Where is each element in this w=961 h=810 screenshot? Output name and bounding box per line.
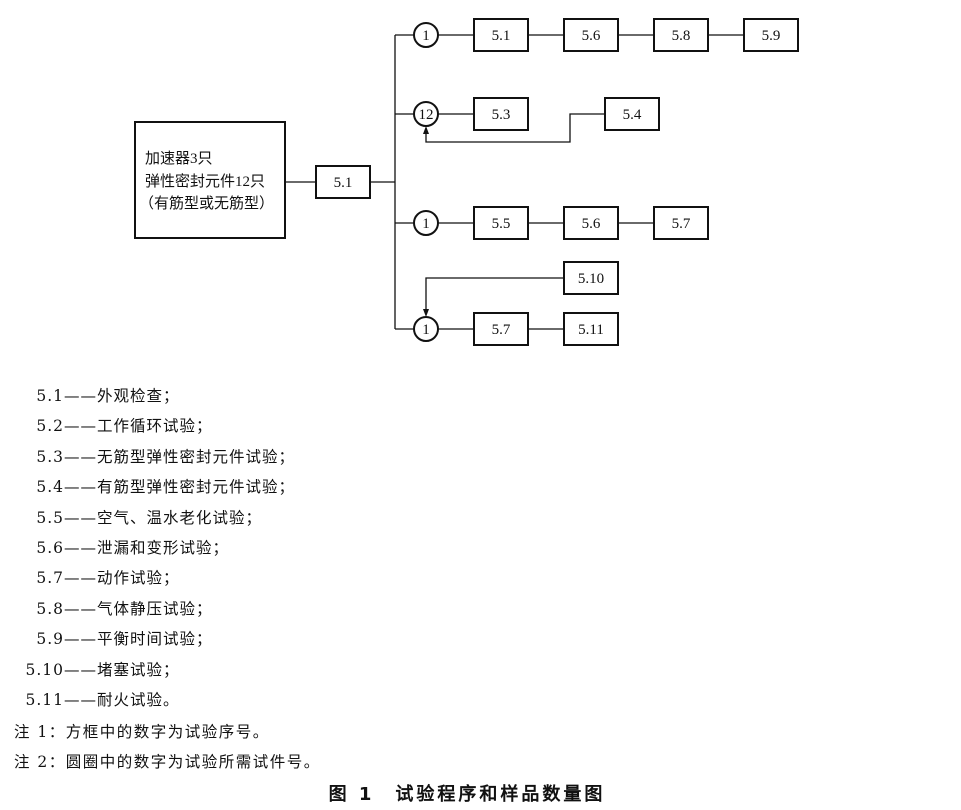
step-label: 5.7 xyxy=(672,216,691,232)
step-label: 5.4 xyxy=(623,107,642,123)
source-line: （有筋型或无筋型） xyxy=(139,195,274,212)
sample-circle xyxy=(413,101,439,127)
step-box xyxy=(473,206,529,240)
sample-label: 12 xyxy=(419,107,434,123)
step-box xyxy=(563,261,619,295)
legend-item: 5.2——工作循环试验； xyxy=(0,414,213,436)
legend-dash: —— xyxy=(64,691,97,709)
legend-item: 5.1——外观检查； xyxy=(0,384,180,406)
legend-text: 外观检查； xyxy=(97,387,180,405)
step-label: 5.7 xyxy=(492,322,511,338)
legend-item: 5.8——气体静压试验； xyxy=(0,597,213,619)
legend-item: 5.10——堵塞试验； xyxy=(0,658,180,680)
sample-label: 1 xyxy=(422,322,430,338)
source-box xyxy=(134,121,286,239)
legend-item: 5.7——动作试验； xyxy=(0,566,180,588)
flow-diagram: 加速器3只 弹性密封元件12只 （有筋型或无筋型） 5.1 1 12 1 1 5… xyxy=(134,18,799,346)
step-label: 5.1 xyxy=(492,28,511,44)
sample-label: 1 xyxy=(422,216,430,232)
legend-text: 平衡时间试验； xyxy=(97,630,213,649)
note-1: 注 1：方框中的数字为试验序号。 xyxy=(14,723,270,741)
sample-label: 1 xyxy=(422,28,430,44)
legend-dash: —— xyxy=(64,539,97,557)
step-label: 5.9 xyxy=(762,28,781,44)
legend-dash: —— xyxy=(64,508,97,527)
legend-code: 5.8 xyxy=(36,599,64,618)
legend-text: 气体静压试验； xyxy=(97,599,213,618)
step-label: 5.6 xyxy=(582,216,601,232)
figure-caption: 图 1 试验程序和样品数量图 xyxy=(328,784,606,805)
legend-item: 5.4——有筋型弹性密封元件试验； xyxy=(0,475,295,497)
legend-code: 5.10 xyxy=(25,660,64,679)
legend-item: 5.11——耐火试验。 xyxy=(0,688,180,710)
legend-text: 动作试验； xyxy=(97,569,180,588)
legend-dash: —— xyxy=(64,599,97,618)
legend-text: 工作循环试验； xyxy=(97,417,213,436)
legend-code: 5.9 xyxy=(36,630,64,649)
legend-code: 5.2 xyxy=(36,417,64,436)
step-box xyxy=(653,206,709,240)
step-label: 5.8 xyxy=(672,28,691,44)
note-2: 注 2：圆圈中的数字为试验所需试件号。 xyxy=(14,753,321,771)
legend-code: 5.7 xyxy=(36,569,64,588)
step-box xyxy=(473,97,529,131)
arrow-down-icon xyxy=(423,309,429,317)
legend-code: 5.1 xyxy=(36,387,64,405)
sample-circle xyxy=(413,316,439,342)
step-label: 5.3 xyxy=(492,107,511,123)
legend-text: 有筋型弹性密封元件试验； xyxy=(97,478,296,497)
sample-circle xyxy=(413,210,439,236)
step-box xyxy=(604,97,660,131)
legend-text: 无筋型弹性密封元件试验； xyxy=(97,447,296,466)
step-label: 5.1 xyxy=(334,175,353,191)
legend-text: 泄漏和变形试验； xyxy=(97,539,230,557)
step-box xyxy=(473,312,529,346)
step-box-first xyxy=(315,165,371,199)
legend-code: 5.6 xyxy=(36,539,64,557)
legend-dash: —— xyxy=(64,417,97,436)
legend-item: 5.9——平衡时间试验； xyxy=(0,627,213,649)
legend-item: 5.5——空气、温水老化试验； xyxy=(0,506,262,528)
step-label: 5.5 xyxy=(492,216,511,232)
step-box xyxy=(743,18,799,52)
legend-dash: —— xyxy=(64,478,97,497)
legend-dash: —— xyxy=(64,630,97,649)
source-line: 加速器3只 xyxy=(145,150,213,167)
legend-dash: —— xyxy=(64,569,97,588)
step-label: 5.10 xyxy=(578,271,604,287)
legend-dash: —— xyxy=(64,387,97,405)
step-label: 5.6 xyxy=(582,28,601,44)
legend-text: 堵塞试验； xyxy=(97,660,180,679)
connector-lines xyxy=(285,34,744,330)
legend-code: 5.11 xyxy=(25,691,64,709)
legend-item: 5.3——无筋型弹性密封元件试验； xyxy=(0,445,295,467)
legend-dash: —— xyxy=(64,660,97,679)
legend-item: 5.6——泄漏和变形试验； xyxy=(0,536,229,558)
legend-code: 5.3 xyxy=(36,447,64,466)
legend-code: 5.5 xyxy=(36,508,64,527)
step-box xyxy=(473,18,529,52)
legend-text: 空气、温水老化试验； xyxy=(97,508,263,527)
sample-circle xyxy=(413,22,439,48)
legend-text: 耐火试验。 xyxy=(97,691,180,709)
step-box xyxy=(563,18,619,52)
source-line: 弹性密封元件12只 xyxy=(145,173,265,190)
step-box xyxy=(563,206,619,240)
step-box xyxy=(563,312,619,346)
step-box xyxy=(653,18,709,52)
step-label: 5.11 xyxy=(578,322,604,338)
legend-dash: —— xyxy=(64,447,97,466)
legend-code: 5.4 xyxy=(36,478,64,497)
arrow-up-icon xyxy=(423,126,429,134)
